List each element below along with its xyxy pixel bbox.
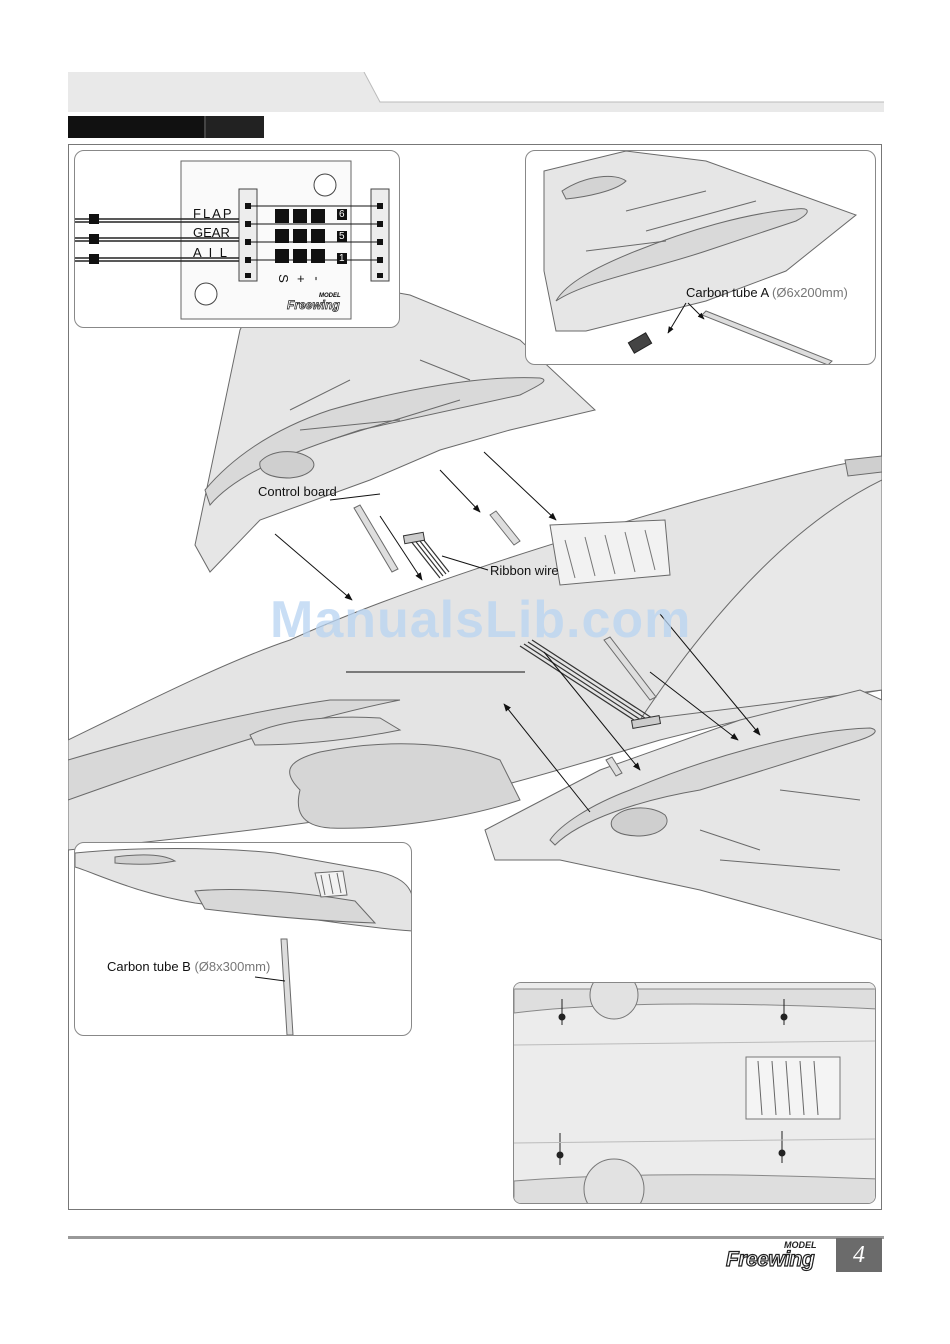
inset-carbon-tube-a: Carbon tube A (Ø6x200mm) xyxy=(525,150,876,365)
channel-mark-6: 6 xyxy=(337,209,347,220)
polarity-minus: - xyxy=(310,276,325,280)
watermark: ManualsLib.com xyxy=(270,590,691,650)
inset-carbon-tube-b: Carbon tube B (Ø8x300mm) xyxy=(74,842,412,1036)
pin-label-flap: FLAP xyxy=(193,206,234,221)
carbon-tube-a-label: Carbon tube A (Ø6x200mm) xyxy=(686,285,848,300)
inset-underside-detail xyxy=(513,982,876,1204)
carbon-tube-b-spec: (Ø8x300mm) xyxy=(194,959,270,974)
header-tab xyxy=(68,72,884,112)
wing-detail-drawing xyxy=(526,151,876,365)
polarity-plus: + xyxy=(297,271,305,286)
carbon-tube-a-spec: (Ø6x200mm) xyxy=(772,285,848,300)
pin-label-gear: GEAR xyxy=(193,225,230,240)
footer-brand-logo: Freewing MODEL xyxy=(726,1240,830,1274)
polarity-signal: S xyxy=(276,274,291,283)
footer-brand-name: Freewing xyxy=(726,1248,814,1272)
carbon-tube-b-name: Carbon tube B xyxy=(107,959,191,974)
footer-rule xyxy=(68,1236,884,1239)
fuselage-detail-drawing xyxy=(75,843,412,1036)
carbon-tube-a-name: Carbon tube A xyxy=(686,285,768,300)
board-brand-logo: Freewing xyxy=(287,298,340,312)
ribbon-wire-callout: Ribbon wire xyxy=(490,563,559,578)
ribbon-wire-leader xyxy=(442,556,488,570)
control-board-diagram xyxy=(75,151,400,328)
underside-drawing xyxy=(514,983,876,1204)
pin-label-ail: A I L xyxy=(193,245,229,260)
control-board-callout: Control board xyxy=(258,484,337,499)
section-title-accent xyxy=(204,116,264,138)
inset-control-board: FLAP GEAR A I L 6 5 1 S + - Freewing MOD… xyxy=(74,150,400,328)
channel-mark-5: 5 xyxy=(337,231,347,242)
board-brand-sub: MODEL xyxy=(319,293,341,299)
page-number: 4 xyxy=(836,1238,882,1272)
section-title-bar xyxy=(68,116,262,138)
channel-mark-1: 1 xyxy=(337,253,347,264)
carbon-tube-b-label: Carbon tube B (Ø8x300mm) xyxy=(107,959,270,974)
control-board-leader xyxy=(330,494,380,500)
footer-brand-sub: MODEL xyxy=(784,1240,817,1250)
